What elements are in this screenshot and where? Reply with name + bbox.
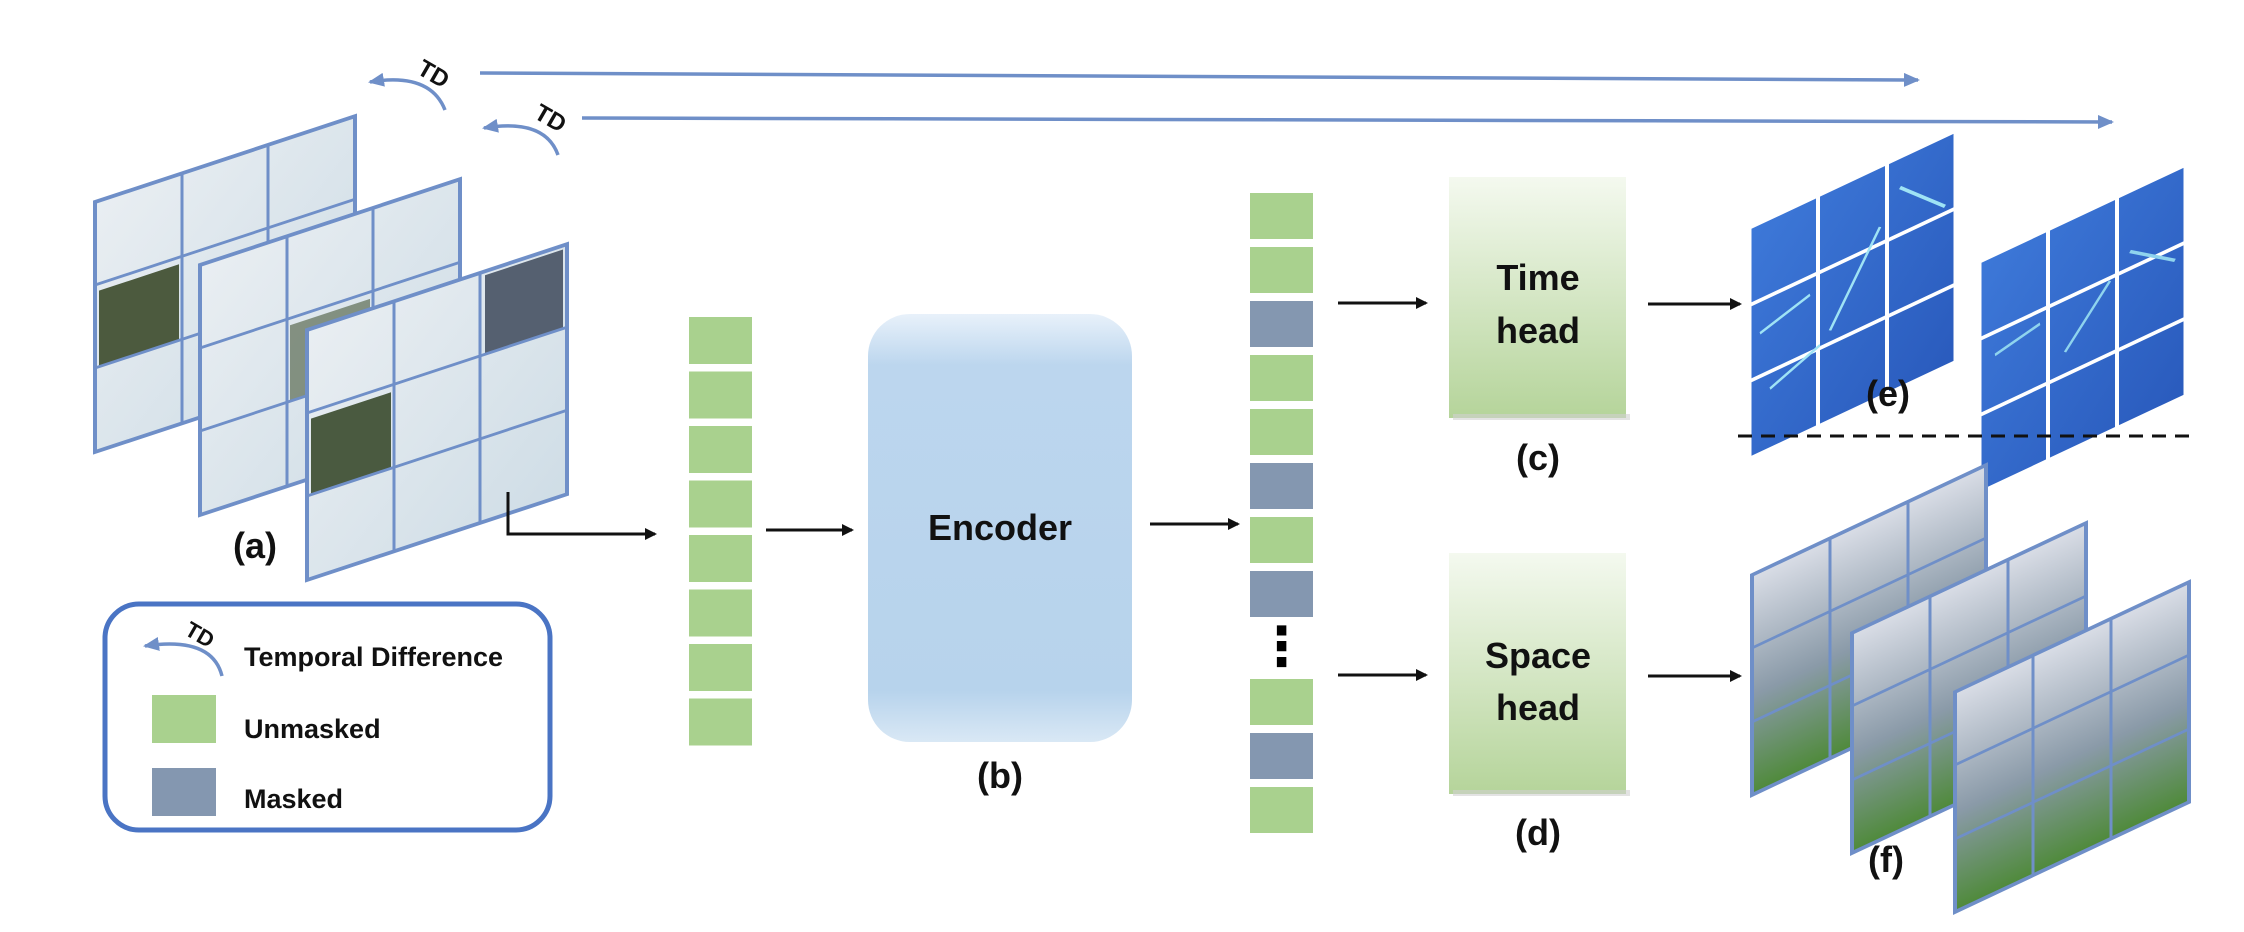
label-a: (a)	[233, 525, 277, 566]
unmasked-token	[1250, 679, 1313, 725]
td-to-time-target-arrow-1	[479, 71, 1920, 87]
input-video-clip: TD TD	[93, 55, 571, 583]
unmasked-token	[1250, 409, 1313, 455]
unmasked-token	[1250, 193, 1313, 239]
reconstructed-video-clip	[1750, 462, 2191, 915]
label-b: (b)	[977, 755, 1023, 796]
masked-token	[1250, 301, 1313, 347]
space-head-label-line2: head	[1496, 687, 1580, 728]
legend-unmasked-label: Unmasked	[244, 714, 381, 744]
unmasked-token	[689, 371, 752, 419]
unmasked-token	[689, 589, 752, 637]
unmasked-token	[689, 535, 752, 582]
masked-token	[1250, 463, 1313, 509]
label-d: (d)	[1515, 812, 1561, 853]
unmasked-token	[1250, 787, 1313, 833]
temporal-difference-targets	[1748, 129, 2187, 495]
legend-td-icon	[143, 637, 224, 677]
unmasked-token	[1250, 247, 1313, 293]
masked-token	[1250, 571, 1313, 617]
input-token-column	[689, 317, 752, 746]
label-e: (e)	[1866, 373, 1910, 414]
space-head-label-line1: Space	[1485, 635, 1591, 676]
output-token-column: ⋮	[1250, 193, 1313, 833]
time-head-label-line1: Time	[1496, 257, 1579, 298]
td-curve-arrow-2	[482, 118, 560, 156]
legend-td-label: Temporal Difference	[244, 642, 503, 672]
legend-masked-label: Masked	[244, 784, 343, 814]
encoder-label: Encoder	[928, 507, 1072, 548]
label-c: (c)	[1516, 437, 1560, 478]
tokenize-arrow	[506, 492, 657, 540]
unmasked-token	[1250, 355, 1313, 401]
legend-masked-swatch	[152, 768, 216, 816]
unmasked-token	[689, 644, 752, 691]
unmasked-token	[1250, 517, 1313, 563]
td-curve-arrow-1	[368, 72, 447, 111]
td-map-1	[1748, 129, 1957, 461]
td-to-time-target-arrow-2	[581, 114, 2114, 129]
masked-token	[1250, 733, 1313, 779]
time-head-label-line2: head	[1496, 310, 1580, 351]
time-head-block: Time head	[1449, 177, 1630, 420]
legend: TD Temporal Difference Unmasked Masked	[102, 601, 553, 833]
input-frame-3	[305, 241, 569, 583]
unmasked-token	[689, 480, 752, 528]
unmasked-token	[689, 317, 752, 364]
encoder-block: Encoder	[868, 314, 1132, 742]
recon-frame-3	[1953, 579, 2191, 915]
unmasked-token	[689, 698, 752, 746]
space-head-block: Space head	[1449, 553, 1630, 796]
token-ellipsis: ⋮	[1255, 615, 1309, 678]
td-map-2	[1978, 163, 2187, 495]
label-f: (f)	[1868, 839, 1904, 880]
legend-unmasked-swatch	[152, 695, 216, 743]
td-tag-1: TD	[413, 55, 454, 94]
unmasked-token	[689, 426, 752, 473]
